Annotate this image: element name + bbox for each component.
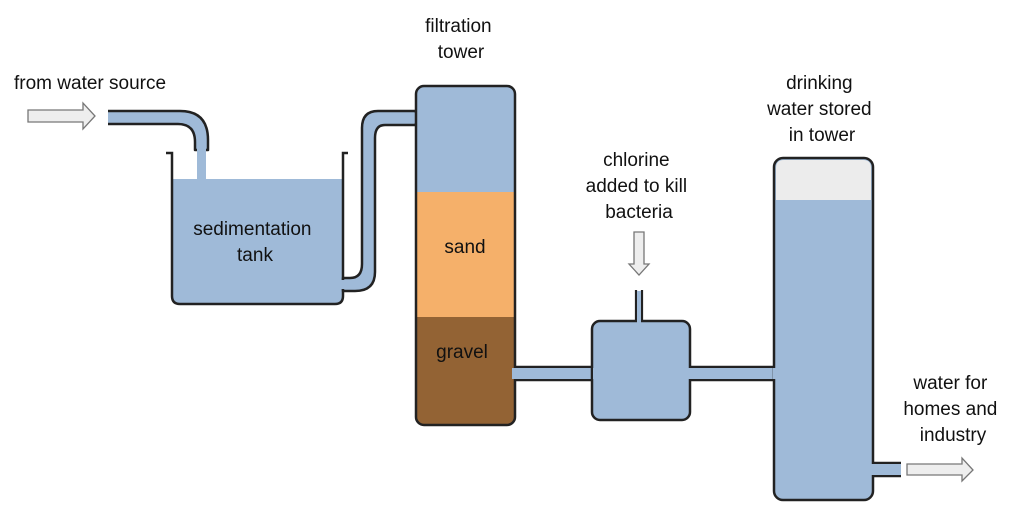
- label-filtration-tower: filtration tower: [425, 16, 497, 63]
- label-storage-tower: drinking water stored in tower: [766, 73, 877, 146]
- label-chlorine: chlorine added to kill bacteria: [586, 150, 693, 223]
- sedimentation-tank: [172, 179, 343, 304]
- storage-tower: [772, 156, 875, 502]
- chlorine-to-storage-pipe: [690, 365, 776, 382]
- filter-to-chlorine-pipe: [515, 365, 595, 382]
- gravel-layer: [416, 317, 515, 425]
- sedimentation-tank-outline: [166, 151, 348, 306]
- chlorine-tank: [590, 319, 692, 422]
- label-water-source: from water source: [14, 73, 166, 94]
- label-sedimentation-tank: sedimentation tank: [193, 219, 317, 266]
- label-sand: sand: [444, 237, 485, 258]
- label-output: water for homes and industry: [903, 373, 1002, 446]
- inflow-arrow-icon: [27, 101, 96, 131]
- outflow-arrow-icon: [906, 456, 974, 483]
- chlorine-arrow-icon: [627, 231, 651, 276]
- chlorine-inlet-pipe: [634, 290, 644, 321]
- sand-layer: [416, 192, 515, 317]
- label-gravel: gravel: [436, 342, 488, 363]
- air-space: [776, 160, 871, 200]
- inlet-pipe: [108, 109, 210, 152]
- tank-to-tower-pipe: [341, 109, 418, 293]
- water-stream: [197, 148, 206, 181]
- outlet-pipe: [873, 461, 901, 478]
- filtration-tower: [414, 84, 517, 427]
